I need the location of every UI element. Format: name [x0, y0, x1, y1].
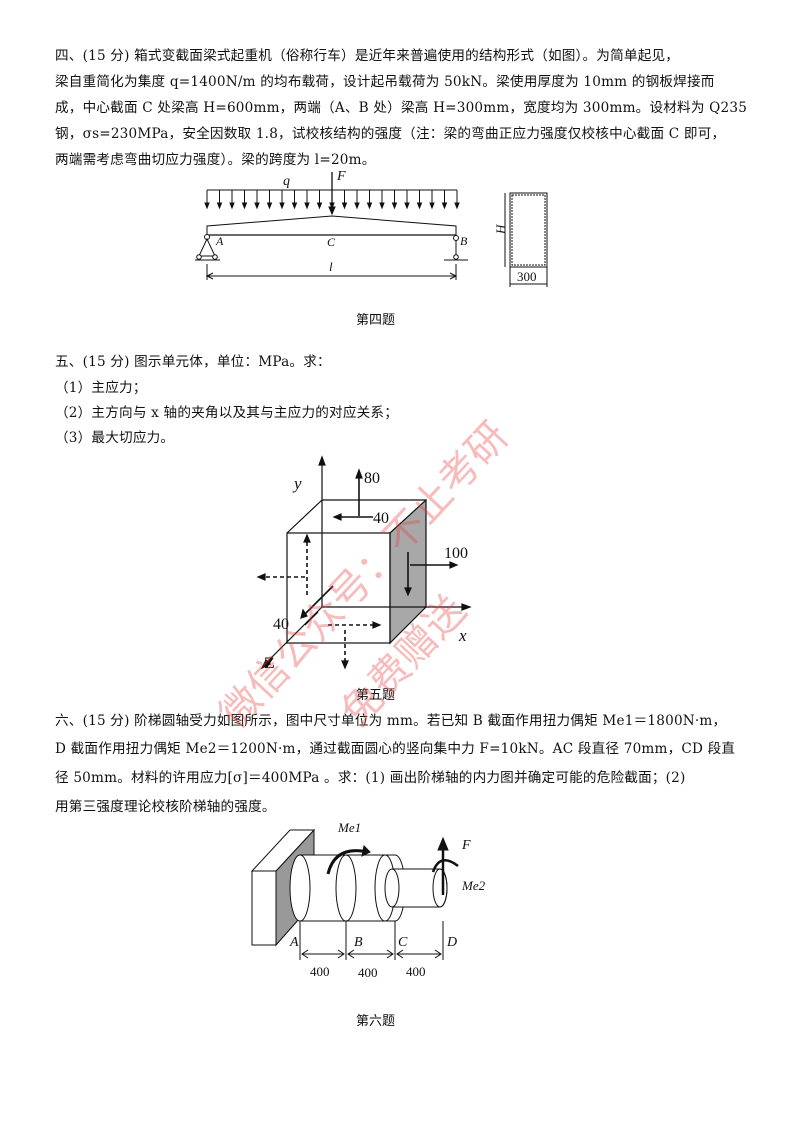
- C-label: C: [398, 935, 408, 950]
- sigma-x-value: 100: [444, 545, 468, 562]
- q6-line: 六、(15 分) 阶梯圆轴受力如图所示，图中尺寸单位为 mm。若已知 B 截面作…: [55, 713, 727, 729]
- load-arrowhead: [216, 202, 223, 210]
- Me1-label: Me1: [337, 820, 361, 835]
- span-label: l: [329, 259, 333, 274]
- B-label: B: [354, 935, 363, 950]
- load-arrowhead: [291, 202, 298, 210]
- dim-AB: 400: [310, 964, 330, 979]
- A-label: A: [215, 234, 224, 248]
- q5-line: 五、(15 分) 图示单元体，单位：MPa。求：: [55, 354, 331, 370]
- figure-4-caption: 第四题: [356, 313, 396, 328]
- load-arrowhead: [254, 202, 260, 210]
- tau-top-value: 40: [373, 510, 389, 527]
- load-arrowhead: [416, 202, 423, 210]
- A-label: A: [289, 935, 299, 950]
- q5-line: （1）主应力；: [55, 380, 147, 396]
- load-arrowhead: [391, 202, 398, 210]
- height-label: H: [493, 224, 508, 235]
- load-arrowhead: [204, 202, 210, 210]
- q4-line: 梁自重简化为集度 q=1400N/m 的均布载荷，设计起吊载荷为 50kN。梁使…: [55, 74, 715, 90]
- load-arrowhead: [229, 202, 235, 210]
- C-label: C: [327, 235, 336, 249]
- sigma-y-value: 80: [364, 470, 380, 487]
- load-arrowhead: [279, 202, 285, 210]
- figure-6-caption: 第六题: [356, 1014, 396, 1029]
- load-arrowhead: [354, 202, 360, 210]
- x-axis-label: x: [458, 626, 467, 645]
- load-arrowhead: [379, 202, 385, 210]
- Me2-label: Me2: [461, 878, 486, 893]
- load-arrowhead: [341, 202, 348, 210]
- crane-beam-figure: q F A B C l H 300: [195, 169, 548, 287]
- dim-BC: 400: [358, 965, 378, 980]
- F-label: F: [461, 838, 471, 853]
- q6-line: 用第三强度理论校核阶梯轴的强度。: [55, 799, 276, 815]
- F-label: F: [336, 169, 346, 184]
- q4-line: 钢，σs=230MPa，安全因数取 1.8，试校核结构的强度（注：梁的弯曲正应力…: [55, 126, 726, 142]
- load-arrowhead: [404, 202, 410, 210]
- stepped-shaft-figure: Me1 Me2 F A B C D 400 400 400: [250, 820, 486, 980]
- load-arrowhead: [454, 202, 460, 210]
- q6-line: 径 50mm。材料的许用应力[σ]＝400MPa 。求：(1) 画出阶梯轴的内力…: [55, 770, 686, 786]
- q4-line: 四、(15 分) 箱式变截面梁式起重机（俗称行车）是近年来普遍使用的结构形式（如…: [55, 48, 680, 64]
- tau-z-value: 40: [273, 616, 289, 633]
- q4-line: 两端需考虑弯曲切应力强度）。梁的跨度为 l=20m。: [55, 152, 376, 168]
- load-arrowhead: [316, 202, 323, 210]
- load-arrowhead: [429, 202, 435, 210]
- y-axis-label: y: [292, 474, 302, 493]
- z-axis-label: Z: [264, 655, 275, 672]
- q5-line: （2）主方向与 x 轴的夹角以及其与主应力的对应关系；: [55, 405, 399, 421]
- q6-line: D 截面作用扭力偶矩 Me2＝1200N·m，通过截面圆心的竖向集中力 F=10…: [55, 741, 736, 757]
- figure-5-caption: 第五题: [356, 688, 396, 703]
- stress-element-figure: y x Z 80 40 100 40: [256, 455, 472, 672]
- D-label: D: [446, 935, 457, 950]
- load-arrowhead: [441, 202, 448, 210]
- load-arrowhead: [266, 202, 273, 210]
- q-label: q: [283, 174, 290, 189]
- load-arrowhead: [241, 202, 248, 210]
- load-arrowhead: [304, 202, 310, 210]
- load-arrowhead: [366, 202, 373, 210]
- width-label: 300: [517, 269, 537, 284]
- q5-line: （3）最大切应力。: [55, 430, 175, 446]
- q4-line: 成，中心截面 C 处梁高 H=600mm，两端（A、B 处）梁高 H=300mm…: [55, 100, 748, 116]
- dim-CD: 400: [406, 964, 426, 979]
- B-label: B: [460, 234, 468, 248]
